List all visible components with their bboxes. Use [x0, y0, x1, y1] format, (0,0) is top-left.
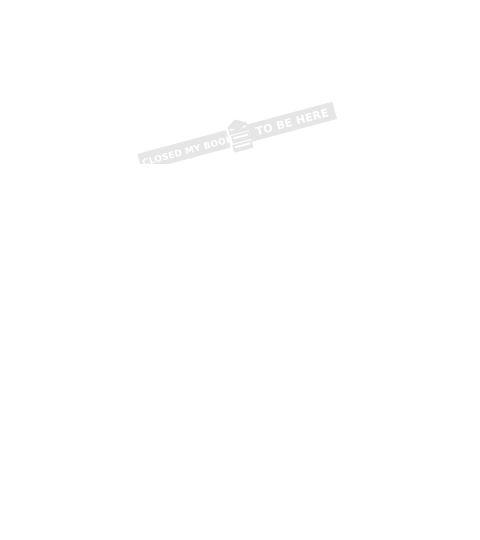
- right-banner: [247, 101, 337, 142]
- logo: I CLOSED MY BOOK TO BE HERE: [128, 78, 338, 164]
- book-stack-icon: [227, 119, 254, 153]
- logo-graphic: I CLOSED MY BOOK TO BE HERE: [135, 101, 337, 164]
- left-banner: [137, 130, 231, 164]
